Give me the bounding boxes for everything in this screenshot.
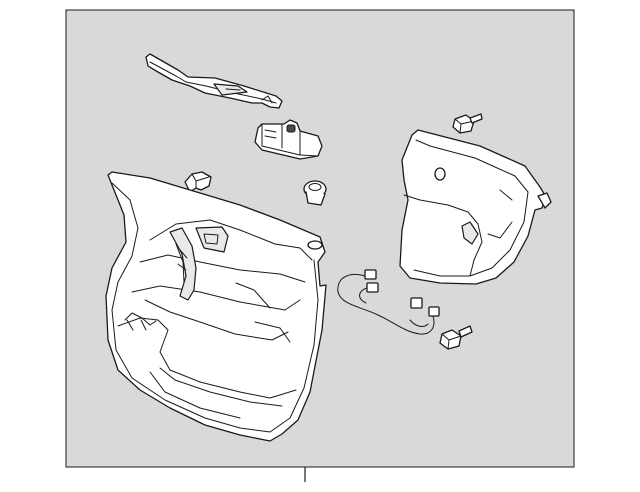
water-deflector	[399, 129, 552, 285]
courtesy-lamp-socket	[303, 180, 327, 206]
bolt	[439, 325, 473, 350]
screw	[452, 113, 483, 134]
door-trim-panel	[105, 171, 327, 442]
switch-bezel	[145, 53, 283, 109]
wiring-harness	[337, 269, 440, 335]
window-switch	[254, 119, 323, 160]
